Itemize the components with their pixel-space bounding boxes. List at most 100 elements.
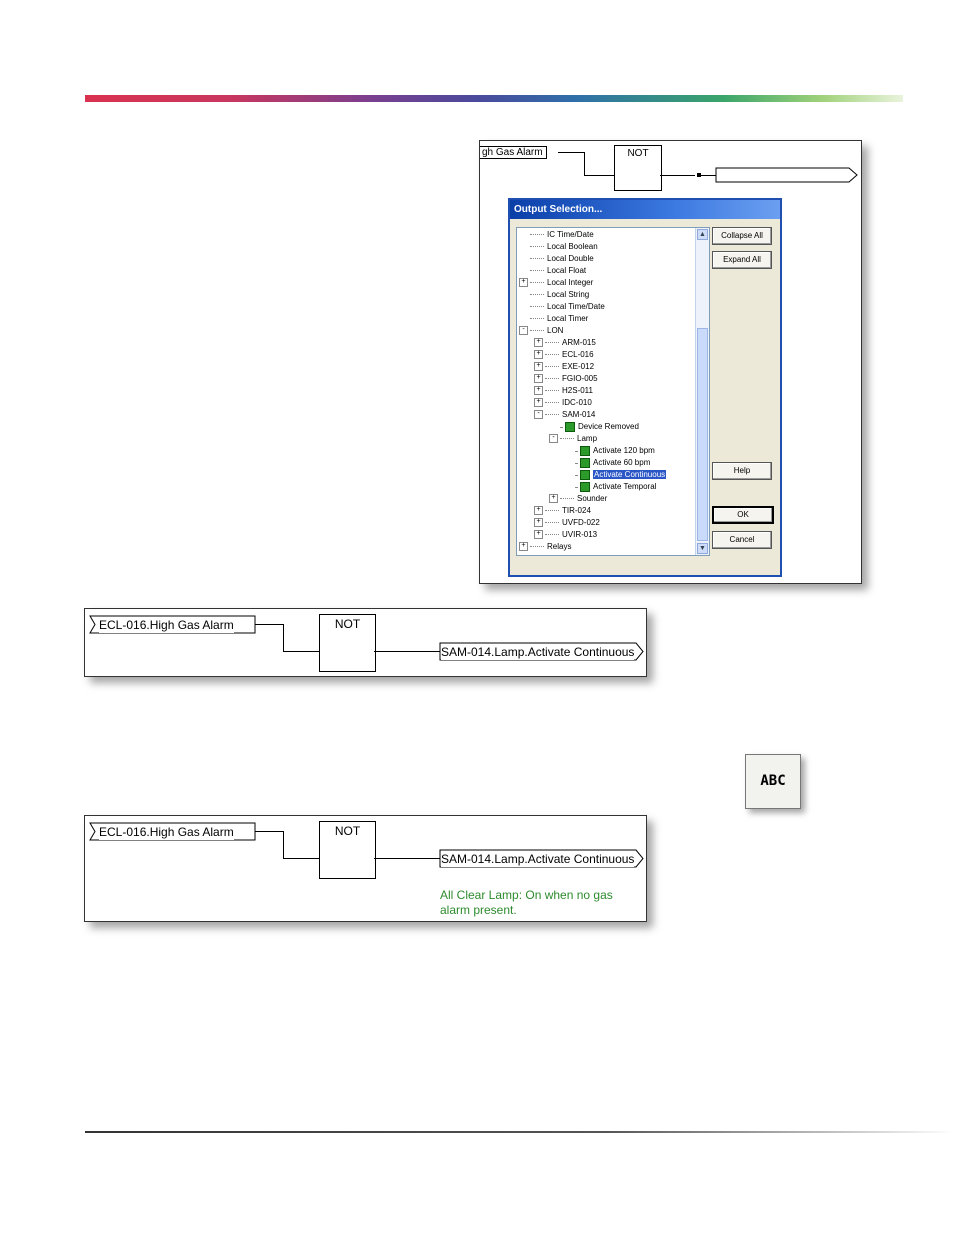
expand-icon[interactable]: + [534,506,543,516]
tree-item[interactable]: - Lamp [549,434,597,444]
output-signal-label[interactable]: SAM-014.Lamp.Activate Continuous [441,644,635,660]
tree-item[interactable]: + EXE-012 [534,362,594,372]
expand-all-button[interactable]: Expand All [712,251,772,269]
tree-item[interactable]: + ECL-016 [534,350,594,360]
tree-item-label: Activate Continuous [593,470,667,480]
tree-item-label: TIR-024 [562,506,591,515]
tree-item-label: Activate Temporal [593,482,657,492]
expand-icon[interactable]: + [534,362,543,372]
tree-item-label: Local Integer [547,278,594,287]
tree-item[interactable]: Local Timer [519,314,588,324]
text-annotation-button[interactable]: ABC [745,754,801,809]
tree-item[interactable]: Activate 120 bpm [564,446,655,456]
tree-scrollbar[interactable]: ▲▼ [695,228,709,555]
tree-item[interactable]: + IDC-010 [534,398,592,408]
output-signal-label[interactable]: SAM-014.Lamp.Activate Continuous [441,851,635,867]
tree-item[interactable]: IC Time/Date [519,230,594,240]
logic-diagram-with-comment-screenshot: ECL-016.High Gas Alarm NOT SAM-014.Lamp.… [84,815,647,922]
tree-item-label: Local Time/Date [547,302,605,311]
tree-item-label: Sounder [577,494,608,503]
expand-icon[interactable]: + [534,374,543,384]
tree-item-label: ECL-016 [562,350,594,359]
expand-icon[interactable]: + [549,494,558,504]
tree-item[interactable]: - LON [519,326,563,336]
tree-item-label: Local Double [547,254,594,263]
scroll-thumb[interactable] [697,328,708,541]
text-annotation-icon: ABC [760,773,786,789]
tree-item[interactable]: + ARM-015 [534,338,596,348]
help-button[interactable]: Help [712,462,772,480]
collapse-icon[interactable]: - [534,410,543,420]
tree-item-label: Device Removed [578,422,639,432]
tree-item[interactable]: Local String [519,290,589,300]
connector-dot [697,173,701,177]
expand-icon[interactable]: + [534,530,543,540]
tree-item[interactable]: + Sounder [549,494,607,504]
output-tag-empty[interactable] [715,167,859,184]
expand-icon[interactable]: + [534,398,543,408]
tree-item-label: ARM-015 [562,338,596,347]
tree-item[interactable]: Activate 60 bpm [564,458,650,468]
tree-item-label: Local String [547,290,590,299]
scroll-up-icon[interactable]: ▲ [697,229,708,240]
expand-icon[interactable]: + [534,386,543,396]
collapse-icon[interactable]: - [519,326,528,336]
comment-line-2: alarm present. [440,903,517,917]
not-gate[interactable]: NOT [614,145,662,191]
tree-item-label: FGIO-005 [562,374,598,383]
output-point-icon [580,482,590,492]
output-selection-screenshot: gh Gas Alarm NOT Output Selection... IC … [479,140,862,584]
expand-icon[interactable]: + [519,278,528,288]
tree-item-label: Activate 60 bpm [593,458,651,468]
collapse-all-button[interactable]: Collapse All [712,227,772,245]
expand-icon[interactable]: + [519,542,528,552]
not-gate[interactable]: NOT [319,614,376,672]
tree-item[interactable]: Activate Temporal [564,482,656,492]
tree-item[interactable]: -SAM-014 [534,410,595,420]
tree-item-label: Lamp [577,434,598,443]
footer-rule [85,1131,954,1133]
ok-button[interactable]: OK [712,506,774,524]
tree-item[interactable]: Local Double [519,254,594,264]
tree-item[interactable]: + TIR-024 [534,506,591,516]
input-signal-label[interactable]: gh Gas Alarm [480,146,547,159]
tree-item[interactable]: Device Removed [549,422,639,432]
input-signal-label[interactable]: ECL-016.High Gas Alarm [99,824,234,840]
tree-item[interactable]: +H2S-011 [534,386,593,396]
not-gate-label: NOT [334,617,361,631]
tree-item[interactable]: + UVFD-022 [534,518,600,528]
tree-item-label: UVFD-022 [562,518,600,527]
collapse-icon[interactable]: - [549,434,558,444]
output-point-icon [580,446,590,456]
scroll-down-icon[interactable]: ▼ [697,543,708,554]
tree-item-label: Local Float [547,266,587,275]
comment-text[interactable]: All Clear Lamp: On when no gas alarm pre… [440,888,613,918]
header-gradient-bar [85,95,903,102]
tree-item[interactable]: Local Boolean [519,242,598,252]
tree-item-label: EXE-012 [562,362,595,371]
tree-item[interactable]: + FGIO-005 [534,374,598,384]
tree-item-label: IDC-010 [562,398,592,407]
not-gate-label: NOT [334,824,361,838]
tree-item[interactable]: +Relays [519,542,571,552]
expand-icon[interactable]: + [534,338,543,348]
tree-item[interactable]: + UVIR-013 [534,530,597,540]
input-signal-label[interactable]: ECL-016.High Gas Alarm [99,617,234,633]
tree-item[interactable]: + Local Integer [519,278,593,288]
tree-item-label: IC Time/Date [547,230,594,239]
tree-item-label: UVIR-013 [562,530,598,539]
tree-item[interactable]: Local Float [519,266,586,276]
tree-item[interactable]: Local Time/Date [519,302,605,312]
cancel-button[interactable]: Cancel [712,531,772,549]
expand-icon[interactable]: + [534,350,543,360]
tree-item[interactable]: Activate Continuous [564,470,667,480]
tree-item-label: Activate 120 bpm [593,446,655,456]
output-point-icon [565,422,575,432]
not-gate[interactable]: NOT [319,821,376,879]
tree-item-label: LON [547,326,564,335]
logic-diagram-screenshot: ECL-016.High Gas Alarm NOT SAM-014.Lamp.… [84,608,647,677]
tree-item-label: Local Boolean [547,242,598,251]
expand-icon[interactable]: + [534,518,543,528]
